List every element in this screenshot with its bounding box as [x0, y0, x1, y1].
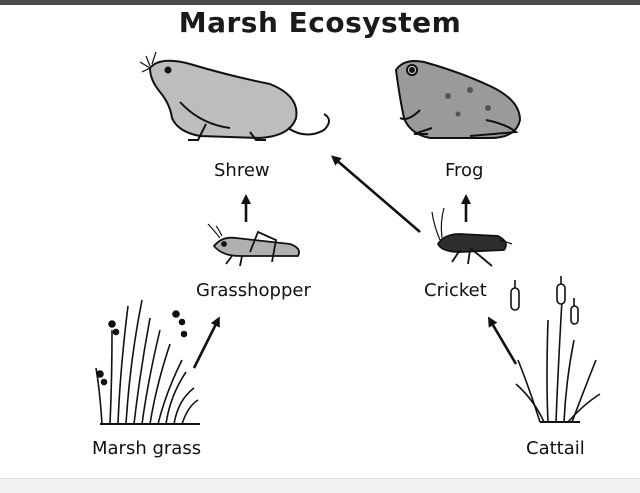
label-cattail: Cattail	[526, 438, 585, 459]
label-frog: Frog	[445, 160, 484, 181]
arrow-cattail-to-cricket	[487, 316, 518, 365]
label-marsh-grass: Marsh grass	[92, 438, 202, 459]
cattail-icon	[510, 276, 601, 423]
label-shrew: Shrew	[214, 160, 270, 181]
frog-icon	[394, 60, 522, 139]
food-web-arrows	[192, 155, 518, 369]
cricket-icon	[431, 207, 513, 267]
label-grasshopper: Grasshopper	[196, 280, 311, 301]
diagram-title: Marsh Ecosystem	[178, 6, 462, 39]
arrow-marsh-grass-to-grasshopper	[192, 316, 220, 369]
bottom-strip	[0, 478, 640, 493]
marsh-grass-icon	[95, 299, 200, 425]
arrow-cricket-to-shrew	[330, 155, 421, 233]
grasshopper-icon	[207, 223, 300, 267]
top-border	[0, 0, 640, 5]
shrew-icon	[139, 51, 330, 141]
label-cricket: Cricket	[424, 280, 487, 301]
